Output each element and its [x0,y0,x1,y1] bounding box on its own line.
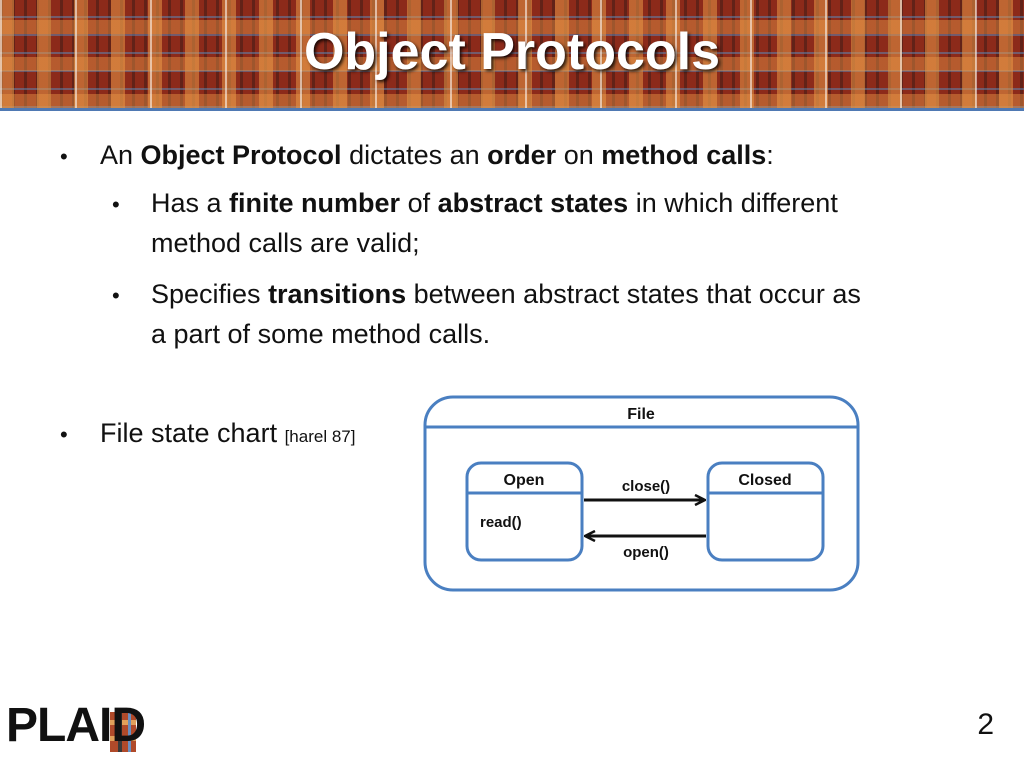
bullet-file-state-chart: File state chart [harel 87] [100,418,355,449]
file-state-label: File [627,406,655,423]
sub-bullet-finite-states-line2: method calls are valid; [151,228,420,258]
bullet-object-protocol: An Object Protocol dictates an order on … [100,140,774,171]
text-run: on [556,140,602,170]
sub-bullet-finite-states: Has a finite number of abstract states i… [151,188,838,219]
text-run-bold: finite number [229,188,401,218]
close-transition-label: close() [622,478,670,495]
text-run: An [100,140,141,170]
text-run: Has a [151,188,230,218]
open-transition-label: open() [623,544,669,561]
closed-state-label: Closed [738,472,791,489]
plaid-logo-text: PLAID [6,699,146,752]
text-run: of [400,188,438,218]
page-number: 2 [977,708,994,741]
open-state-box [465,461,584,562]
bullet-marker: • [60,144,68,169]
sub-bullet-marker: • [112,192,120,217]
open-state-label: Open [504,472,545,489]
bullet-marker: • [60,422,68,447]
text-run: dictates an [341,140,488,170]
text-run: : [766,140,774,170]
text-run: File state chart [100,418,285,448]
title-banner [0,0,1024,111]
text-run-bold: order [487,140,557,170]
text-run-bold: abstract states [437,188,629,218]
text-run-bold: transitions [268,279,407,309]
text-run: Specifies [151,279,269,309]
sub-bullet-marker: • [112,283,120,308]
text-run: in which different [628,188,838,218]
plaid-logo-mark [110,712,136,752]
text-run: between abstract states that occur as [406,279,861,309]
closed-state-box [706,461,825,562]
plaid-logo: PLAID [6,696,146,758]
sub-bullet-transitions-line2: a part of some method calls. [151,319,491,349]
citation: [harel 87] [284,427,356,446]
text-run-bold: method calls [601,140,767,170]
sub-bullet-transitions: Specifies transitions between abstract s… [151,279,861,310]
text-run-bold: Object Protocol [140,140,342,170]
slide-title: Object Protocols [303,23,721,81]
open-state-action: read() [480,514,522,531]
